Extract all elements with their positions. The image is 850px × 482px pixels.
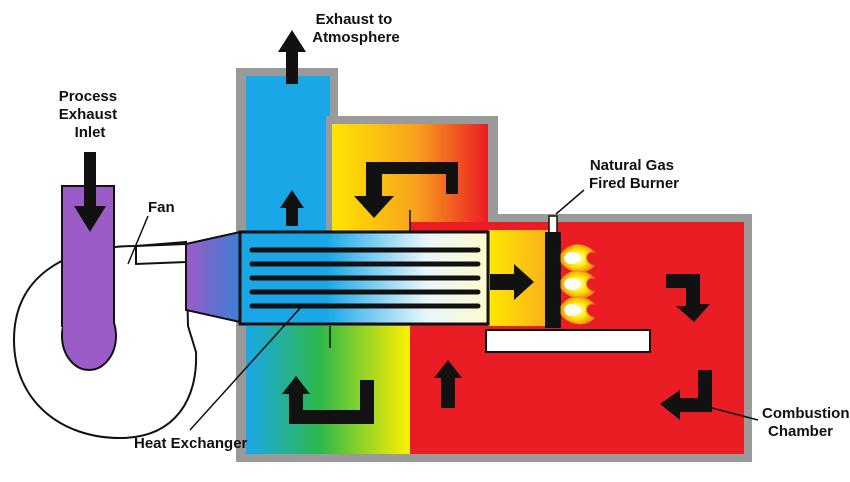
inlet-arrow-icon bbox=[74, 152, 106, 232]
exhaust-arrow-icon bbox=[278, 30, 306, 84]
process-exhaust-inlet-label: Process Exhaust Inlet bbox=[59, 88, 122, 141]
upper-chamber bbox=[330, 124, 488, 236]
heat-exchanger-label: Heat Exchanger bbox=[134, 435, 248, 452]
fan-label: Fan bbox=[148, 199, 175, 216]
exhaust-to-atmosphere-label: Exhaust to Atmosphere bbox=[312, 11, 400, 46]
burner-flames bbox=[560, 244, 596, 325]
partition-upper bbox=[326, 116, 332, 236]
leader-lines bbox=[127, 189, 759, 431]
lower-left-arrow-icon bbox=[282, 376, 374, 424]
hx-right-arrow-icon bbox=[490, 264, 534, 300]
lower-up-arrow-icon bbox=[434, 360, 462, 408]
natural-gas-fired-burner-label: Natural Gas Fired Burner bbox=[589, 157, 679, 192]
stack-up-arrow-icon bbox=[280, 190, 304, 226]
upper-turn-arrow-icon bbox=[354, 162, 458, 218]
lower-left-chamber bbox=[246, 326, 410, 454]
transition-cone bbox=[185, 230, 241, 324]
combustion-arrow-top-icon bbox=[666, 274, 710, 322]
combustion-chamber-label: Combustion Chamber bbox=[762, 405, 850, 440]
burner-body bbox=[545, 232, 561, 328]
burner-post bbox=[548, 215, 558, 235]
combustion-arrow-bottom-icon bbox=[660, 370, 712, 420]
flow-arrows bbox=[74, 30, 712, 424]
inlet-duct-cover bbox=[63, 300, 113, 336]
heat-exchanger-tubes bbox=[249, 247, 481, 309]
fan-outlet-neck bbox=[135, 242, 187, 266]
burner-shelf bbox=[485, 329, 651, 353]
